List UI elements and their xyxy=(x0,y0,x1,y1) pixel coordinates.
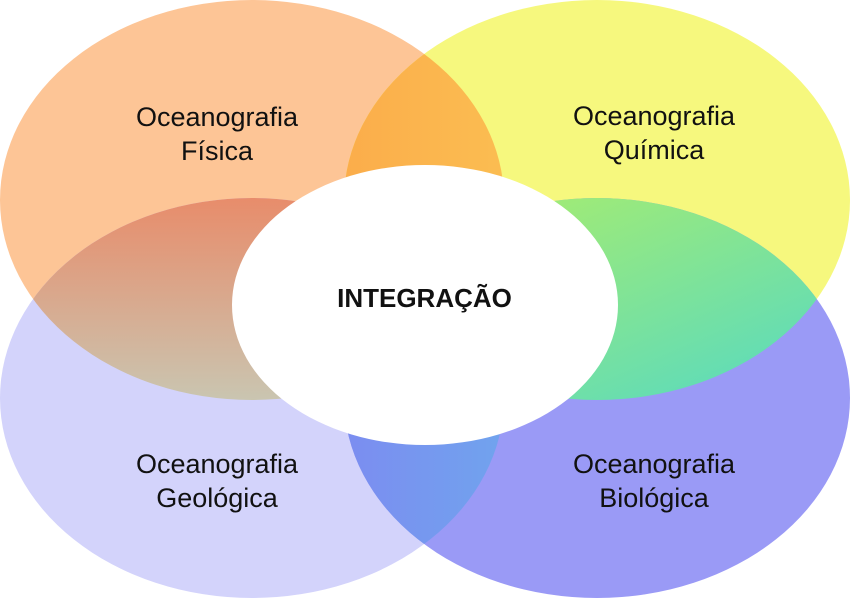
label-line: Física xyxy=(180,136,253,166)
label-line: Geológica xyxy=(156,483,278,513)
label-line: Oceanografia xyxy=(572,101,736,131)
label-line: Química xyxy=(603,135,705,165)
label-quimica: Oceanografia Química xyxy=(524,99,784,167)
label-line: Oceanografia xyxy=(135,449,299,479)
label-line: Biológica xyxy=(599,483,709,513)
label-geologica: Oceanografia Geológica xyxy=(87,447,347,515)
label-biologica: Oceanografia Biológica xyxy=(524,447,784,515)
label-fisica: Oceanografia Física xyxy=(87,100,347,168)
center-ellipse xyxy=(232,165,618,445)
center-label: INTEGRAÇÃO xyxy=(337,283,512,313)
label-line: Oceanografia xyxy=(572,449,736,479)
label-line: Oceanografia xyxy=(135,102,299,132)
